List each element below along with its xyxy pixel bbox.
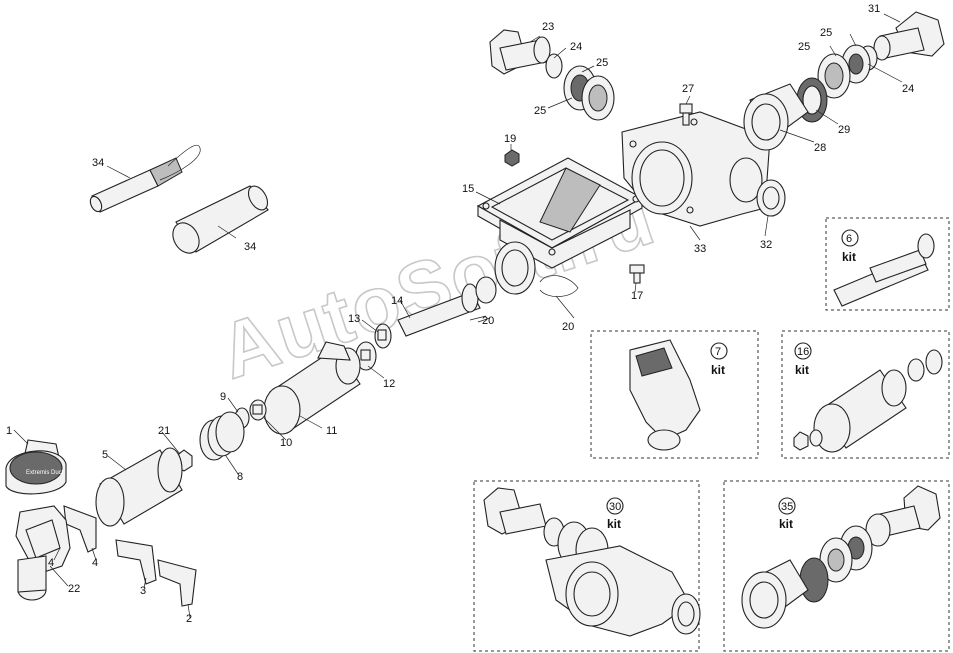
kit-6-box <box>825 217 950 311</box>
callout-25-right-b: 25 <box>798 41 810 53</box>
part-24-25-bearings-left <box>545 53 615 121</box>
kit-6-label: kit <box>842 250 856 264</box>
part-22-chute <box>15 505 71 601</box>
part-31-ring <box>756 179 786 217</box>
callout-numbers: 34 34 15 19 17 33 32 28 29 27 23 24 25 2… <box>6 3 914 625</box>
callout-29: 31 <box>868 3 880 15</box>
part-10-washer <box>249 399 267 421</box>
part-23-gear-shaft <box>489 29 551 75</box>
part-14-shaft <box>397 276 497 337</box>
callout-5: 5 <box>102 449 108 461</box>
callout-leaders <box>13 13 903 619</box>
callout-11: 11 <box>326 425 337 437</box>
callout-14: 14 <box>391 295 403 307</box>
callout-18: 19 <box>504 133 516 145</box>
callout-24-left: 24 <box>570 41 582 53</box>
kit-35-number: 35 <box>781 501 793 513</box>
kit-35-label: kit <box>779 517 793 531</box>
kit-16-label: kit <box>795 363 809 377</box>
kit-30-label: kit <box>607 517 621 531</box>
part-27-bearing-cup <box>743 83 809 151</box>
part-20-pin <box>469 315 487 321</box>
callout-13: 13 <box>348 313 360 325</box>
part-34-sleeve <box>172 185 269 254</box>
callout-22: 22 <box>68 583 80 595</box>
part-24-25-bearings-right <box>817 44 878 99</box>
kit-7-number: 7 <box>715 346 721 358</box>
kit-30-housing <box>483 487 701 637</box>
callout-34: 34 <box>244 241 256 253</box>
callout-31: 32 <box>760 239 772 251</box>
callout-4-right: 4 <box>92 557 98 569</box>
callout-1: 1 <box>6 425 12 437</box>
callout-10: 10 <box>280 437 292 449</box>
part-2-bracket <box>157 559 197 607</box>
kit-6-shaft <box>833 233 935 307</box>
part-13-washer <box>374 323 392 349</box>
part-8-spring <box>199 411 245 461</box>
kit-30-number: 30 <box>609 501 621 513</box>
callout-2: 2 <box>186 613 192 625</box>
callout-20: 20 <box>482 315 494 327</box>
kit-16-number: 16 <box>797 346 809 358</box>
callout-25-left-bottom: 25 <box>534 105 546 117</box>
kit-16-box <box>781 330 950 459</box>
kit-7-chute <box>629 339 701 451</box>
part-18-nut <box>504 149 520 167</box>
part-33-handle <box>89 144 201 213</box>
kit-7-label: kit <box>711 363 725 377</box>
callout-33: 34 <box>92 157 104 169</box>
callout-9: 9 <box>220 391 226 403</box>
part-11-tube <box>263 341 361 435</box>
callout-24-right: 24 <box>902 83 914 95</box>
callout-15: 15 <box>462 183 474 195</box>
part-17-bolt <box>629 264 645 284</box>
kit-35-box <box>723 480 950 652</box>
callout-19: 20 <box>562 321 574 333</box>
callout-23: 23 <box>542 21 554 33</box>
kit-35-assembly <box>741 485 941 629</box>
callout-3: 3 <box>140 585 146 597</box>
callout-32: 33 <box>694 243 706 255</box>
callout-8: 8 <box>237 471 243 483</box>
callout-28: 29 <box>838 124 850 136</box>
kit-6-number: 6 <box>846 233 852 245</box>
part-3-bracket <box>115 539 157 585</box>
kit-7-box <box>590 330 759 459</box>
part-32-housing <box>621 111 771 227</box>
callout-26: 27 <box>682 83 694 95</box>
callout-21: 21 <box>158 425 170 437</box>
callout-25-left-top: 25 <box>596 57 608 69</box>
callout-17: 17 <box>631 290 643 302</box>
callout-12: 12 <box>383 378 395 390</box>
part-15-hopper <box>476 157 644 297</box>
part-29-gear-shaft <box>873 11 945 61</box>
logo-text: Extremis Duct <box>26 470 64 476</box>
kit-16-tube <box>793 349 943 453</box>
callout-27: 28 <box>814 142 826 154</box>
part-1-cap: Extremis Duct <box>5 439 67 495</box>
callout-4-left: 4 <box>48 557 54 569</box>
callout-25-right-a: 25 <box>820 27 832 39</box>
kit-30-box <box>473 480 700 652</box>
kit-badges: 6 kit 7 kit 16 kit 30 kit 35 kit <box>606 229 859 531</box>
part-5-cylinder <box>95 447 183 527</box>
